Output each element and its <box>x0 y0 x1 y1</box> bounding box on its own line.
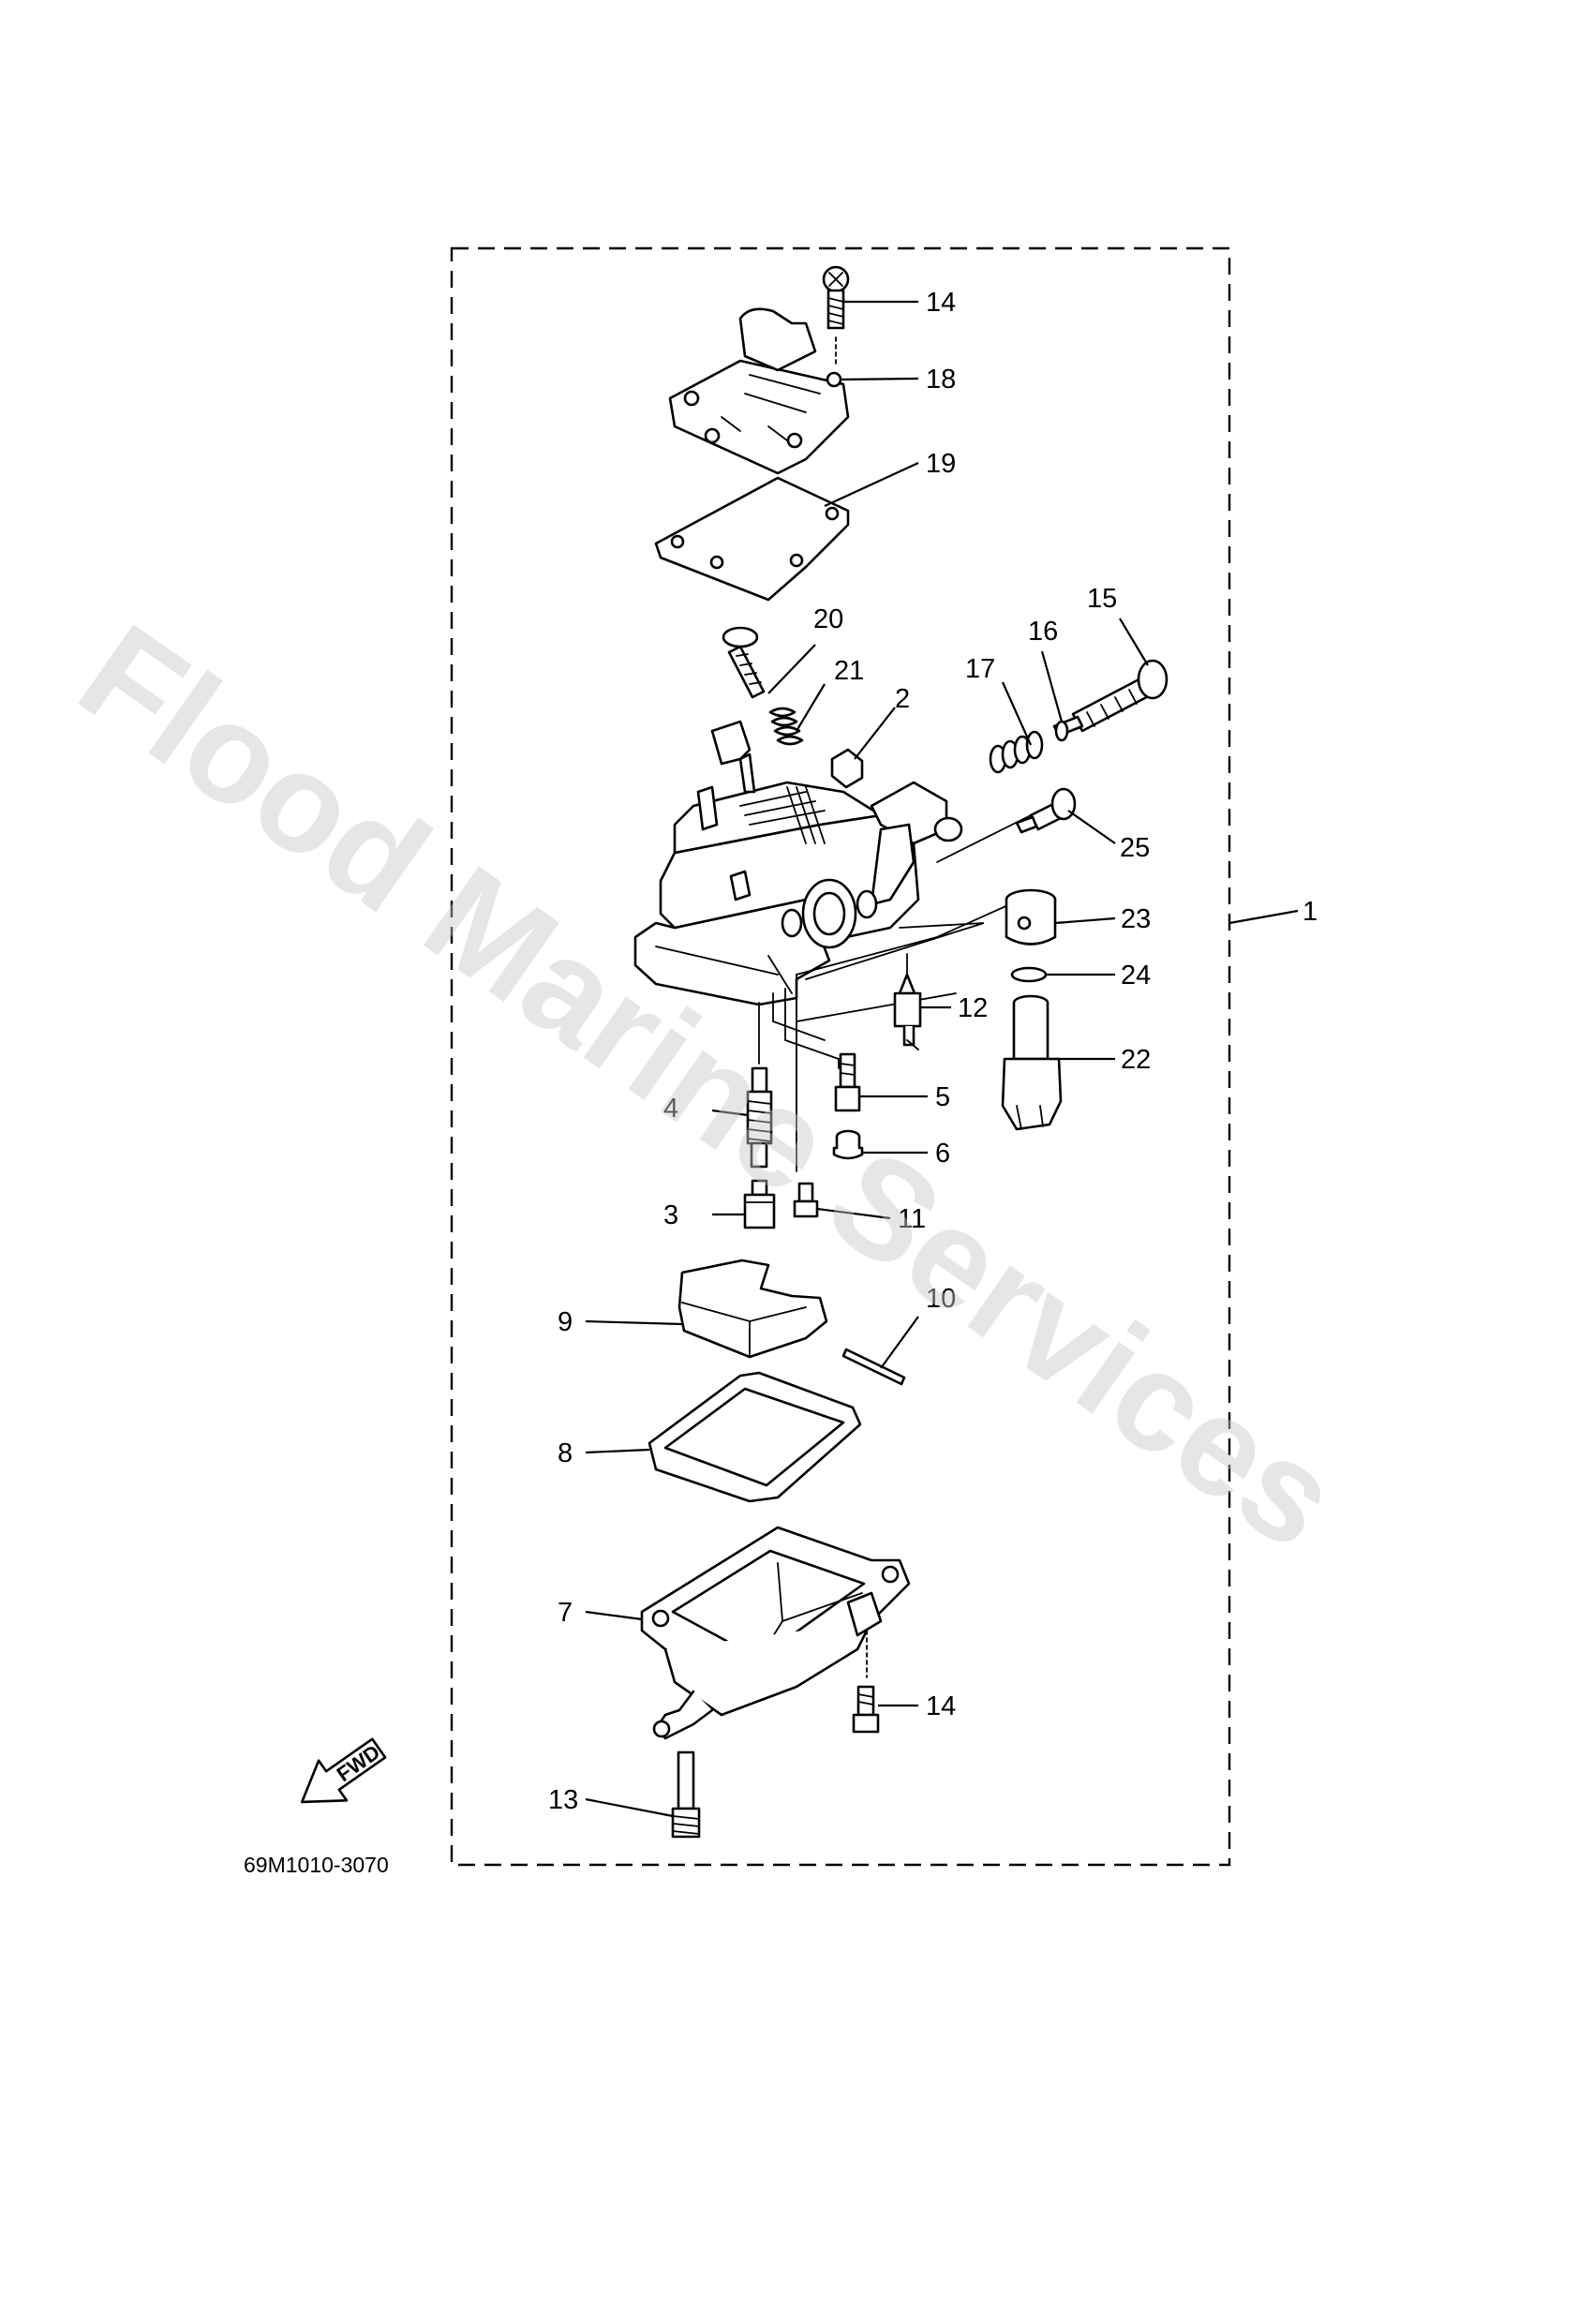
callout-14-top: 14 <box>926 288 956 318</box>
part-10-float-pin <box>841 1348 906 1386</box>
callout-24: 24 <box>1121 961 1151 991</box>
callout-12: 12 <box>958 993 988 1023</box>
part-1-carburetor-body <box>633 720 963 1006</box>
part-13-drain-screw <box>671 1750 701 1839</box>
part-16-o-ring <box>1054 720 1069 742</box>
callout-6: 6 <box>935 1139 950 1169</box>
part-21-spring <box>768 707 804 746</box>
callout-8: 8 <box>558 1438 573 1468</box>
callout-15: 15 <box>1087 584 1117 614</box>
part-4-main-nozzle <box>746 1066 773 1169</box>
callout-19: 19 <box>926 449 956 479</box>
part-7-float-bowl <box>640 1526 911 1740</box>
part-14-bottom-screw <box>852 1630 880 1734</box>
part-15-pilot-screw <box>1052 659 1169 737</box>
part-20-screw <box>722 626 766 699</box>
callout-16: 16 <box>1028 617 1058 647</box>
callout-11: 11 <box>898 1204 926 1234</box>
part-22-plunger <box>1001 994 1063 1131</box>
callout-2: 2 <box>895 684 910 714</box>
part-11-small-screw <box>793 1182 819 1218</box>
callout-17: 17 <box>965 654 995 684</box>
fwd-direction-arrow: FWD <box>300 1737 387 1804</box>
part-14-top-screw <box>822 265 850 366</box>
callout-21: 21 <box>834 656 864 686</box>
part-18-top-cover <box>668 307 850 475</box>
diagram-code: 69M1010-3070 <box>244 1853 389 1877</box>
callout-4: 4 <box>663 1094 678 1124</box>
callout-14-bottom: 14 <box>926 1691 956 1721</box>
part-17-spring <box>989 730 1044 774</box>
callout-5: 5 <box>935 1082 950 1112</box>
callout-20: 20 <box>813 604 843 634</box>
callout-3: 3 <box>663 1200 678 1230</box>
callout-leaders <box>585 300 1299 1818</box>
jet-leader-lines <box>758 814 1032 1172</box>
assembly-frame <box>450 246 1231 1867</box>
callout-13: 13 <box>548 1785 578 1815</box>
part-8-bowl-gasket <box>648 1371 862 1503</box>
callout-23: 23 <box>1121 904 1151 934</box>
callout-22: 22 <box>1121 1045 1151 1075</box>
part-25-screw <box>1015 787 1077 834</box>
callout-9: 9 <box>558 1307 573 1337</box>
part-19-gasket <box>654 476 850 602</box>
callout-10: 10 <box>926 1284 956 1314</box>
callout-25: 25 <box>1120 833 1150 863</box>
callout-18: 18 <box>926 365 956 395</box>
part-12-needle-valve <box>893 973 922 1050</box>
part-24-o-ring <box>1010 966 1048 983</box>
part-3-main-jet <box>743 1179 776 1229</box>
callout-7: 7 <box>558 1598 573 1628</box>
part-9-float <box>677 1259 828 1359</box>
callout-1: 1 <box>1303 897 1317 927</box>
part-23-collar <box>1005 888 1057 946</box>
callout-labels: 14 18 19 20 21 2 17 16 15 25 23 24 22 1 … <box>548 288 1317 1815</box>
part-5-pilot-jet <box>834 1052 861 1112</box>
